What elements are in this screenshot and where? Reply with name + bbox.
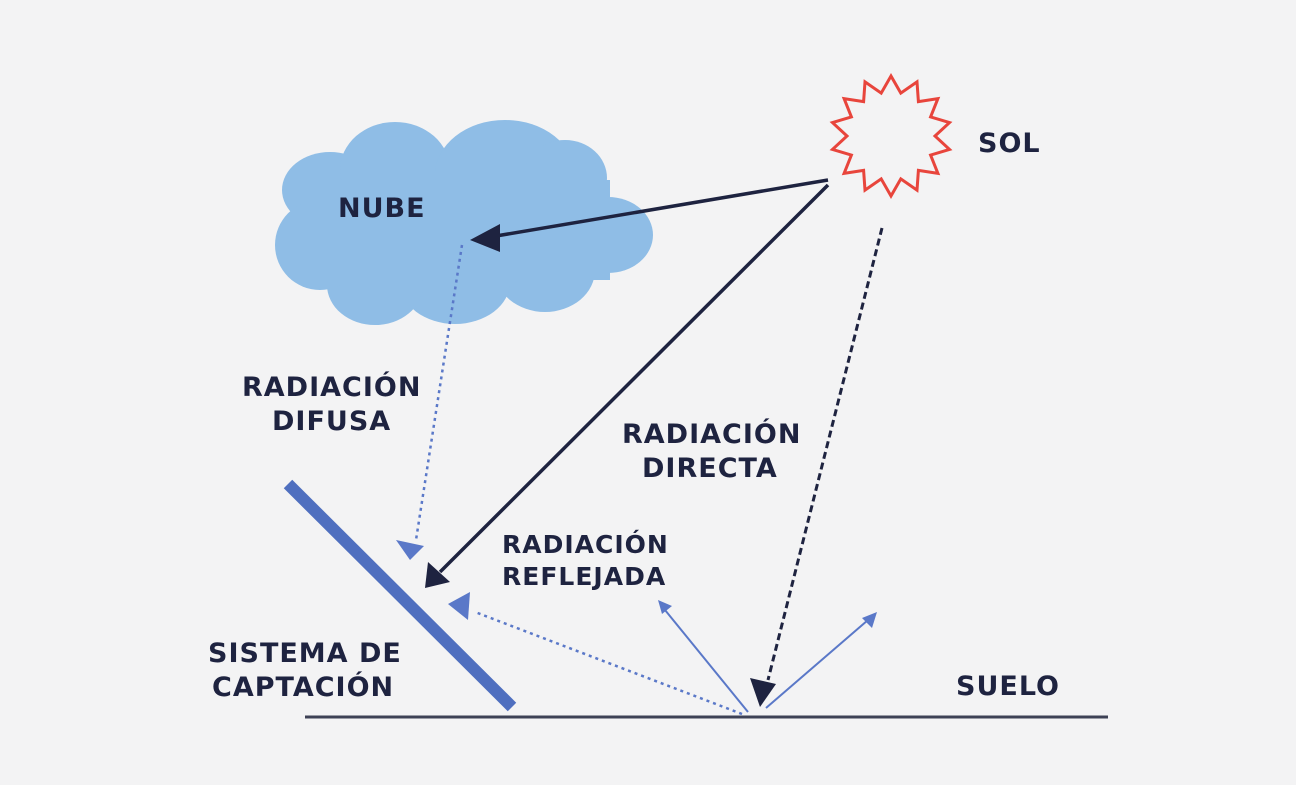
collector-panel [283,479,517,712]
reflected-label-line1: RADIACIÓN [502,529,669,559]
collector-label-line2: CAPTACIÓN [212,671,394,703]
sun-label: SOL [978,128,1041,159]
cloud-shape [275,120,653,325]
direct-to-cloud-arrow [470,178,829,252]
collector-label-line1: SISTEMA DE [208,638,402,669]
reflected-arrow [448,592,743,716]
sun-icon [829,72,953,200]
direct-label-line2: DIRECTA [642,453,778,484]
diffuse-arrow [396,244,464,560]
diffuse-label-line2: DIFUSA [272,406,391,437]
direct-to-ground-arrow [750,227,884,707]
direct-label-line1: RADIACIÓN [622,418,801,450]
cloud-label: NUBE [338,193,426,224]
scatter-arrow-right [765,612,877,709]
ground-label: SUELO [956,671,1060,702]
direct-to-collector-arrow [425,183,830,588]
diffuse-label-line1: RADIACIÓN [242,371,421,403]
reflected-label-line2: REFLEJADA [502,562,666,591]
scatter-arrow-left [658,600,749,713]
